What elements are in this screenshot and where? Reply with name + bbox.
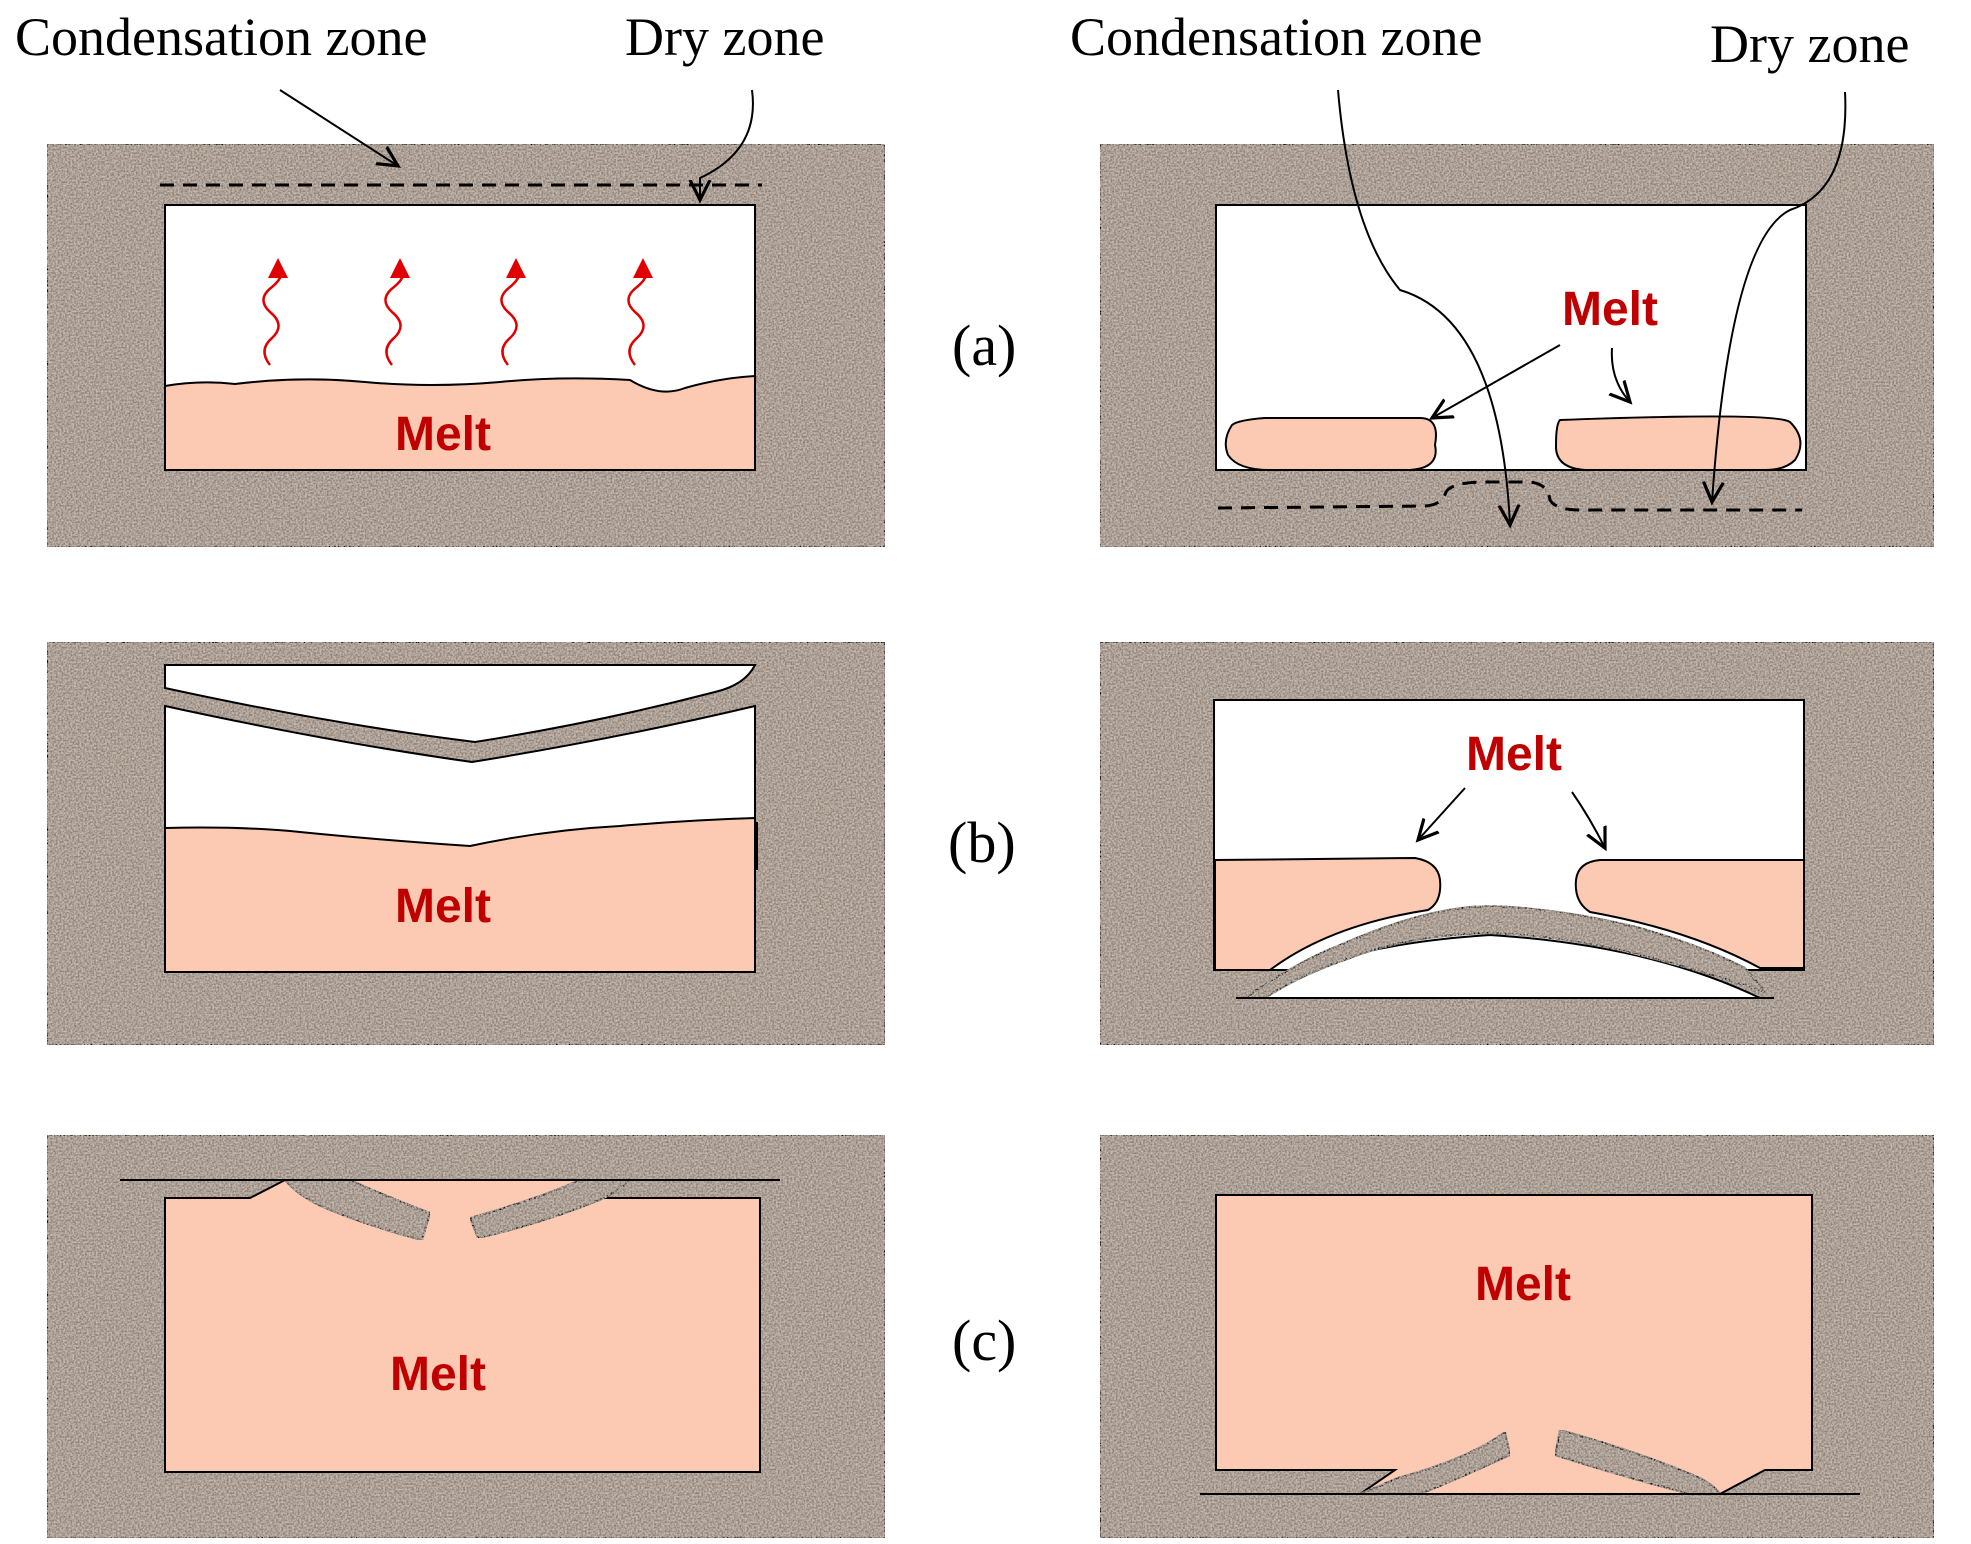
condensation-leader (279, 89, 398, 166)
melt-pool-right (1574, 859, 1805, 969)
condensation-front (1217, 480, 1802, 512)
dry-zone-leader (1712, 91, 1847, 502)
row-label-a: (a) (952, 313, 1016, 378)
crust-piece-right (1553, 1428, 1722, 1495)
crust-piece-left (1359, 1430, 1512, 1495)
melt-pool (164, 1179, 761, 1473)
melt-label: Melt (1466, 728, 1562, 781)
panel-c-left: Melt (46, 1134, 886, 1539)
crust-piece-left (282, 1179, 432, 1242)
condensation-zone-label-left: Condensation zone (15, 7, 427, 67)
row-label-b: (b) (948, 810, 1016, 875)
crust-piece-right (468, 1179, 633, 1240)
melt-label: Melt (395, 880, 491, 933)
dry-zone-leader (700, 89, 754, 200)
melt-leader-right (1612, 347, 1630, 402)
melt-pool-left (1224, 417, 1437, 471)
panel-b-left: Melt (46, 641, 886, 1046)
dry-zone-label-left: Dry zone (625, 7, 824, 67)
melt-label: Melt (1562, 283, 1658, 336)
vapor-arrows (262, 270, 647, 366)
row-label-c: (c) (952, 1308, 1016, 1373)
melt-pool (1215, 1194, 1813, 1495)
melt-label: Melt (390, 1348, 486, 1401)
condensation-zone-label-right: Condensation zone (1070, 7, 1482, 67)
melt-leader-right (1571, 791, 1605, 848)
melt-pool (164, 816, 756, 973)
melt-pool-right (1554, 415, 1802, 471)
melt-leader-left (1432, 344, 1561, 418)
condensation-leader (1337, 89, 1510, 525)
panel-a-right: Melt (1099, 89, 1935, 548)
melt-label: Melt (1475, 1258, 1571, 1311)
melt-label: Melt (395, 408, 491, 461)
vapor-arrowheads (268, 258, 653, 278)
dry-zone-label-right: Dry zone (1710, 14, 1909, 74)
melt-leader-left (1418, 787, 1466, 840)
panel-b-right: Melt (1099, 641, 1935, 1046)
panel-c-right: Melt (1099, 1134, 1935, 1539)
melt-pool-left (1214, 856, 1442, 971)
panel-a-left: Melt (46, 89, 886, 548)
crust (1241, 904, 1769, 999)
upper-gap (164, 664, 757, 744)
melt-pool (164, 374, 756, 471)
